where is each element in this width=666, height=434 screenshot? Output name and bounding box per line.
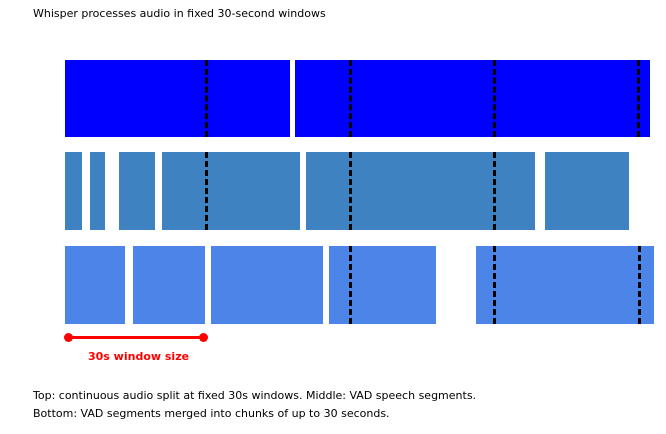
- window-boundary-dashed-line: [637, 60, 640, 137]
- vad-speech-segments-row-segment: [306, 152, 535, 230]
- vad-speech-segments-row-segment: [162, 152, 300, 230]
- window-size-marker-line: [68, 336, 203, 339]
- vad-speech-segments-row-segment: [119, 152, 155, 230]
- merged-segments-row-segment: [65, 246, 125, 324]
- window-boundary-dashed-line: [205, 60, 208, 137]
- window-boundary-dashed-line: [349, 246, 352, 324]
- merged-segments-row-segment: [476, 246, 654, 324]
- figure-caption-line1: Top: continuous audio split at fixed 30s…: [33, 389, 477, 402]
- window-size-marker-right-dot: [199, 333, 208, 342]
- window-boundary-dashed-line: [349, 152, 352, 230]
- window-size-label: 30s window size: [88, 350, 190, 363]
- fixed-30s-windows-row-segment: [295, 60, 650, 137]
- merged-segments-row-segment: [133, 246, 205, 324]
- window-boundary-dashed-line: [493, 60, 496, 137]
- vad-speech-segments-row-segment: [545, 152, 629, 230]
- window-boundary-dashed-line: [493, 152, 496, 230]
- window-boundary-dashed-line: [638, 246, 641, 324]
- window-boundary-dashed-line: [493, 246, 496, 324]
- window-boundary-dashed-line: [349, 60, 352, 137]
- merged-segments-row-segment: [329, 246, 436, 324]
- merged-segments-row-segment: [211, 246, 323, 324]
- vad-speech-segments-row-segment: [65, 152, 82, 230]
- fixed-30s-windows-row-segment: [65, 60, 290, 137]
- window-size-marker-left-dot: [64, 333, 73, 342]
- figure-title: Whisper processes audio in fixed 30-seco…: [33, 7, 326, 20]
- window-boundary-dashed-line: [205, 152, 208, 230]
- figure-caption-line2: Bottom: VAD segments merged into chunks …: [33, 407, 390, 420]
- vad-speech-segments-row-segment: [90, 152, 105, 230]
